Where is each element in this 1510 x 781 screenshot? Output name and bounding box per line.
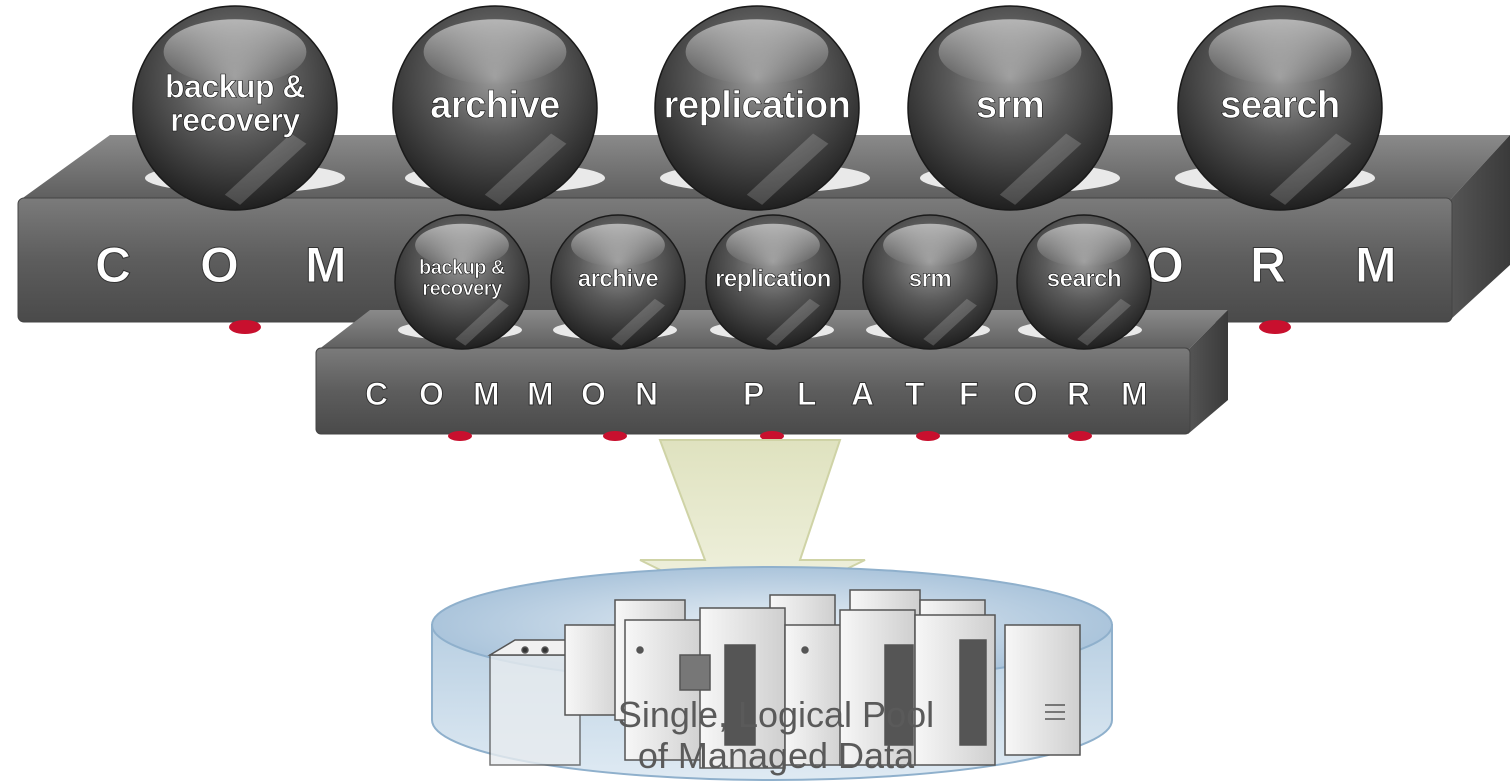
front-sphere-3: srm [862,214,998,350]
back-sphere-2: replication [654,5,860,211]
front-sphere-4: search [1016,214,1152,350]
front-sphere-0: backup &recovery [394,214,530,350]
platform-letter: P [743,376,764,412]
platform-letter: O [581,376,606,412]
sphere-label-line: replication [664,84,851,126]
pool-label-line1: Single, Logical Pool [618,694,934,735]
red-feet [229,320,1291,334]
platform-letter: L [797,376,817,412]
platform-letter: O [1145,237,1184,293]
platform-letter: N [635,376,658,412]
sphere-label-line: recovery [422,278,503,300]
sphere-label-line: search [1220,84,1340,126]
platform-letter: F [959,376,979,412]
back-sphere-3: srm [907,5,1113,211]
platform-letter: M [1355,237,1397,293]
front-sphere-1: archive [550,214,686,350]
platform-letter: O [419,376,444,412]
platform-letter: C [95,237,131,293]
platform-letter: M [473,376,500,412]
sphere-label-line: srm [909,265,952,292]
platform-letter: A [851,376,874,412]
platform-letter: O [1013,376,1038,412]
back-sphere-0: backup &recovery [132,5,338,211]
platform-letter: C [365,376,388,412]
sphere-label-line: archive [430,84,560,126]
sphere-label-line: backup & [419,257,505,279]
server-cluster [487,589,1081,769]
sphere-label-line: srm [976,84,1044,126]
sphere-label-line: search [1047,265,1121,292]
platform-letter: R [1250,237,1286,293]
sphere-label-line: archive [578,265,659,292]
platform-letter: R [1067,376,1090,412]
platform-letter: M [305,237,347,293]
front-sphere-2: replication [705,214,841,350]
platform-letter: M [527,376,554,412]
pool-label-line2: of Managed Data [638,735,915,776]
platform-letter: M [1121,376,1148,412]
front-red-feet [448,431,1092,441]
front-sphere-row: backup &recovery archive replication srm sea… [394,214,1152,350]
back-sphere-4: search [1177,5,1383,211]
platform-letter: O [200,237,239,293]
back-sphere-1: archive [392,5,598,211]
back-sphere-row: backup &recovery archive replication srm sea… [132,5,1383,211]
data-pool: Single, Logical Pool of Managed Data [431,566,1113,781]
sphere-label-line: recovery [170,102,300,138]
platform-letter: T [905,376,925,412]
sphere-label-line: backup & [165,69,305,105]
sphere-label-line: replication [715,265,831,292]
